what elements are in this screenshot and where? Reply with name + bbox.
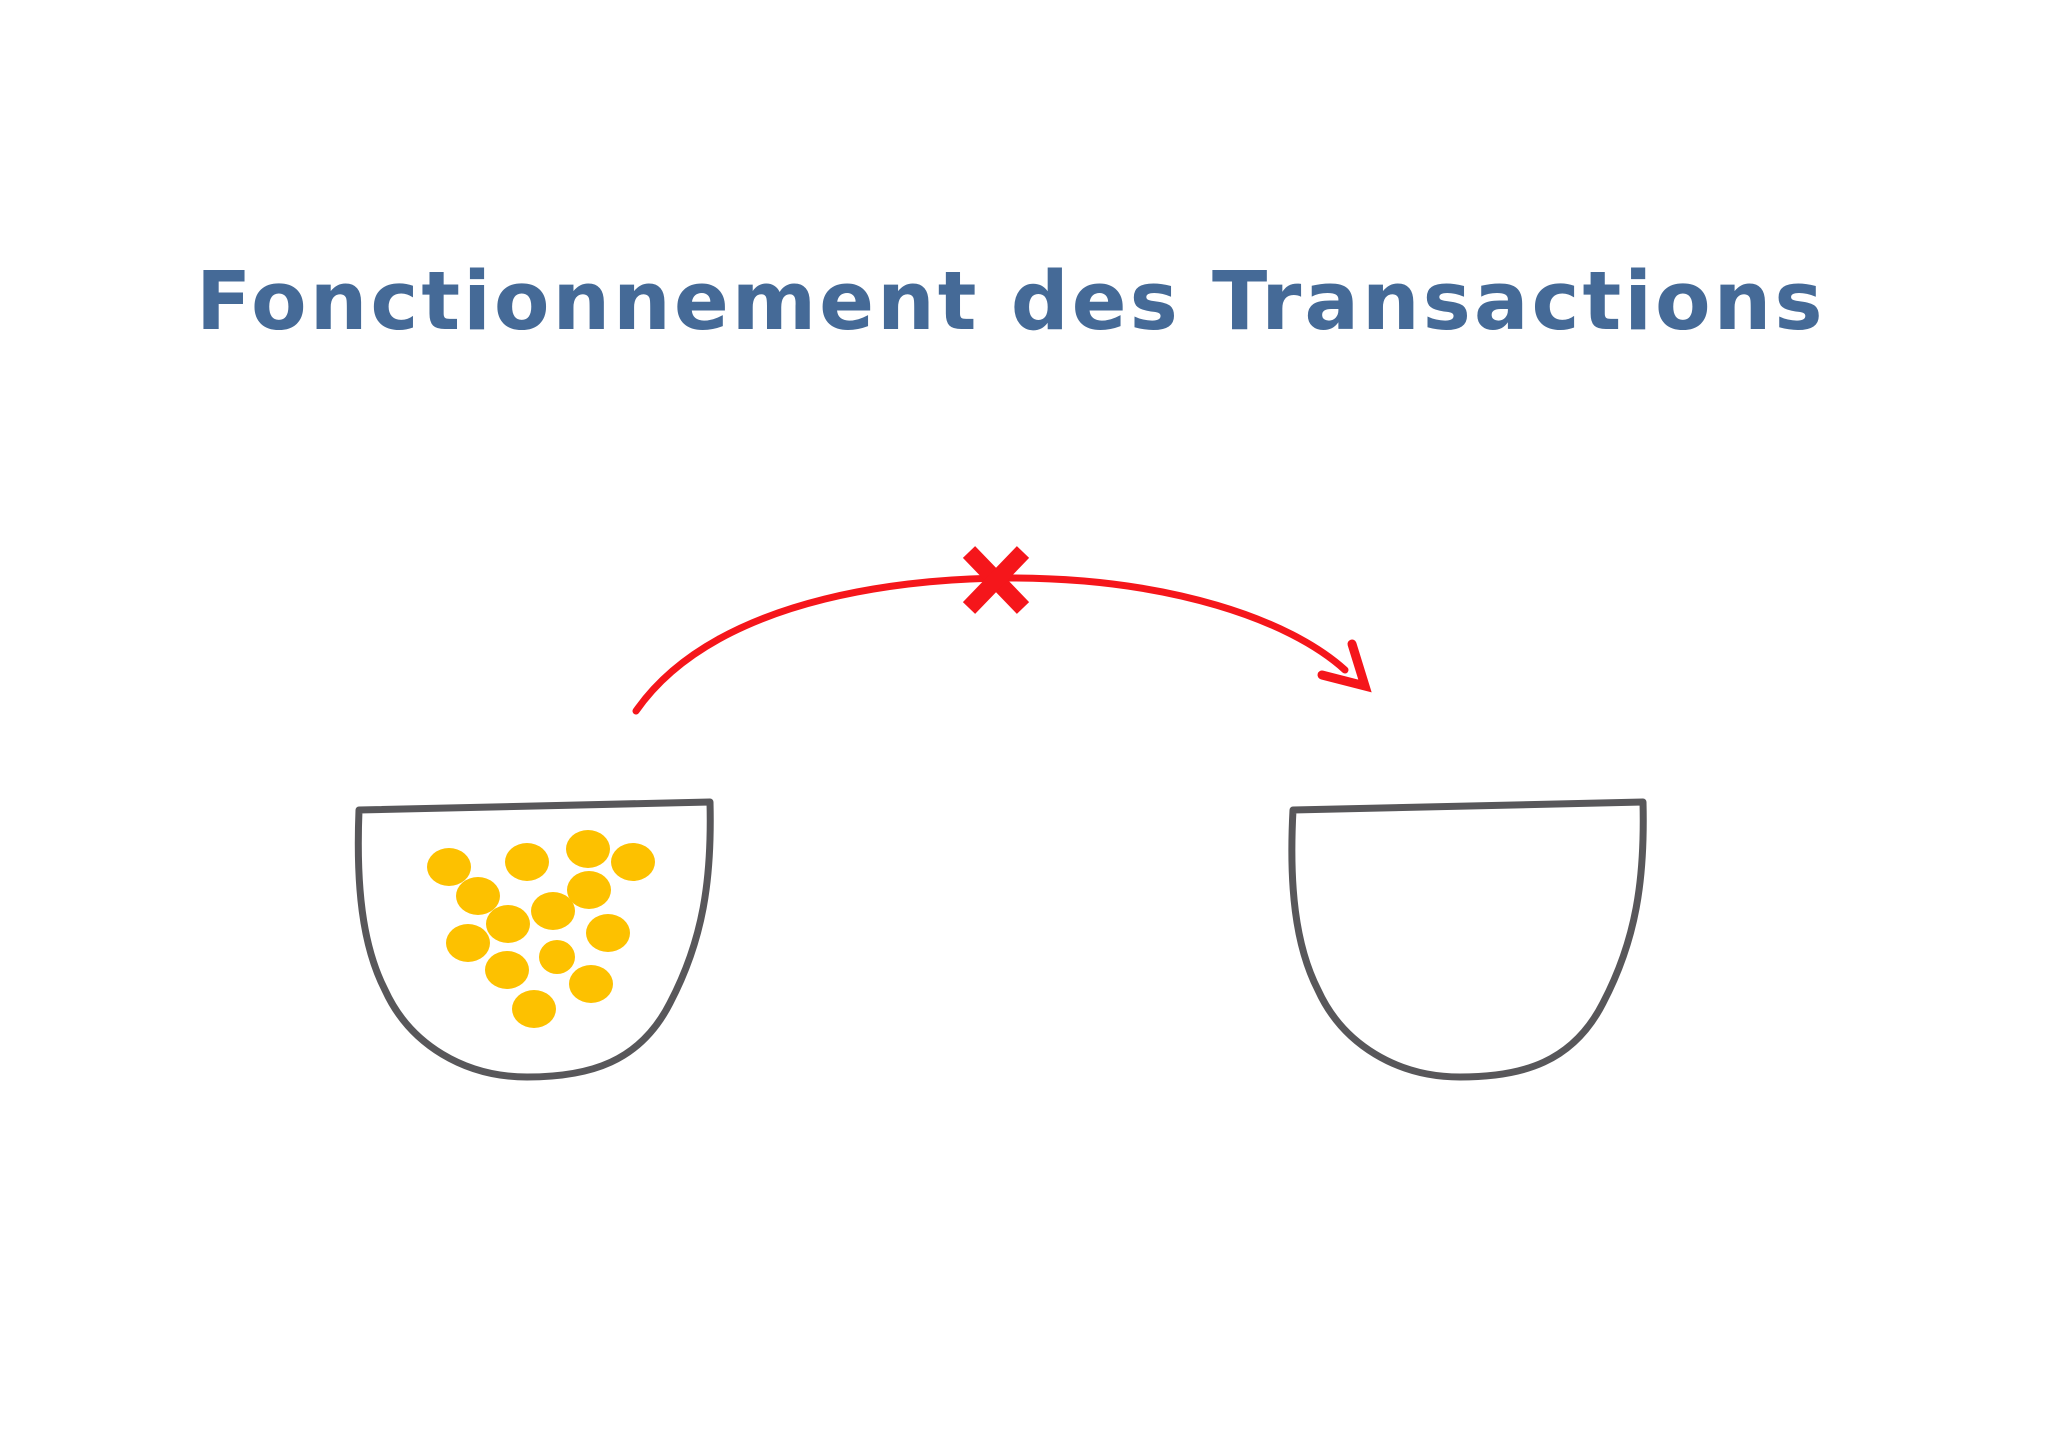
target-bowl-outline: [1288, 798, 1647, 1081]
coin: [531, 892, 575, 930]
coin: [512, 990, 556, 1028]
transfer-arrow: [632, 574, 1372, 715]
source-bowl: [354, 798, 714, 1081]
coin: [505, 843, 549, 881]
target-bowl: [1288, 798, 1647, 1081]
cross-icon: [962, 546, 1030, 614]
coin: [486, 905, 530, 943]
transfer-arrow-line: [632, 574, 1349, 715]
coin: [611, 843, 655, 881]
coin: [446, 924, 490, 962]
coin: [566, 830, 610, 868]
source-bowl-outline: [354, 798, 714, 1081]
coin-group: [427, 830, 655, 1028]
coin: [586, 914, 630, 952]
coin: [485, 951, 529, 989]
coin: [569, 965, 613, 1003]
arrow-head-icon: [1317, 639, 1372, 693]
coin: [567, 871, 611, 909]
page-title: Fonctionnement des Transactions: [196, 255, 1826, 349]
coin: [539, 940, 575, 974]
coin: [427, 848, 471, 886]
coin: [456, 877, 500, 915]
